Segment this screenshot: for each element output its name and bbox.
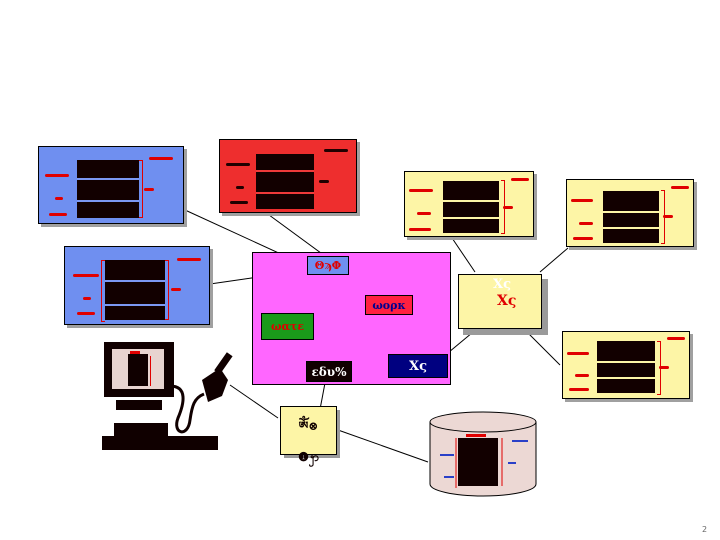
hub-node-corner-label: Χς (408, 358, 427, 374)
connector-yellow2-side (539, 247, 569, 273)
monitor-base (116, 400, 162, 410)
connector-yellow1-side (449, 234, 476, 273)
plug-cable-icon (169, 352, 233, 434)
panel-label (671, 186, 689, 189)
panel-yellow-1 (404, 171, 534, 237)
panel-yellow-3 (562, 331, 690, 399)
side-node-line2: Χς (497, 293, 517, 309)
connector-red1-hub (264, 211, 326, 257)
panel-label (77, 312, 95, 315)
panel-label (83, 297, 91, 300)
panel-label (417, 212, 431, 215)
hub-node-left-label: ωατε (270, 320, 305, 333)
panel-label (409, 228, 431, 231)
monitor-screen (112, 349, 164, 389)
bracket (165, 260, 169, 320)
panel-label (73, 274, 99, 277)
hub-node-bottom[interactable]: εδυ% (306, 361, 352, 382)
connector-yellow3-side (524, 329, 561, 366)
bottom-node-line2: ❶ꩭ (298, 450, 319, 464)
panel-label (177, 258, 201, 261)
panel-label (667, 337, 685, 340)
hub-node-bottom-label: εδυ% (311, 364, 347, 379)
document-block (603, 191, 659, 243)
panel-label (324, 149, 348, 152)
computer-icon (100, 340, 240, 452)
panel-label (663, 215, 673, 218)
bracket (501, 180, 505, 234)
document-block (105, 260, 165, 320)
hub-node-right-label: ωορκ (372, 298, 406, 312)
panel-label (55, 197, 63, 200)
panel-label (236, 186, 244, 189)
document-block (77, 160, 139, 218)
hub-node-left[interactable]: ωατε (261, 313, 314, 340)
hub-node-corner[interactable]: Χς (388, 354, 448, 378)
side-node[interactable]: Χς Χς (458, 274, 542, 329)
panel-label (409, 189, 433, 192)
bottom-node[interactable]: ༀ⊗ ❶ꩭ (280, 406, 337, 464)
bracket (657, 341, 661, 395)
database-icon (429, 411, 537, 497)
panel-label (659, 366, 669, 369)
panel-label (511, 178, 529, 181)
panel-blue-2 (64, 246, 210, 325)
hub-node-top-label: ΘϡΦ (314, 259, 342, 272)
panel-label (569, 388, 589, 391)
panel-yellow-2 (566, 179, 694, 247)
panel-label (230, 201, 248, 204)
panel-red-1 (219, 139, 357, 213)
document-block (443, 181, 499, 233)
keyboard (102, 436, 218, 450)
bracket (139, 160, 143, 218)
panel-label (319, 180, 329, 183)
panel-blue-1 (38, 146, 184, 224)
bracket (661, 190, 665, 244)
panel-label (144, 188, 154, 191)
panel-label (149, 157, 173, 160)
document-block (597, 341, 655, 393)
side-node-line1: Χς (493, 277, 512, 292)
computer-base (114, 423, 168, 436)
hub-node-right[interactable]: ωορκ (365, 295, 413, 315)
bracket (101, 260, 105, 322)
connector-node-database (337, 429, 429, 463)
bottom-node-line1: ༀ⊗ (298, 419, 319, 433)
panel-label (45, 174, 69, 177)
panel-label (575, 374, 589, 377)
document-block (256, 154, 314, 209)
panel-label (49, 213, 67, 216)
panel-label (567, 352, 589, 355)
panel-label (226, 163, 250, 166)
panel-label (579, 222, 593, 225)
hub-node-top[interactable]: ΘϡΦ (307, 256, 349, 275)
page-number: 2 (702, 525, 708, 534)
panel-label (573, 237, 593, 240)
panel-label (571, 199, 593, 202)
panel-label (503, 206, 513, 209)
panel-label (171, 288, 181, 291)
